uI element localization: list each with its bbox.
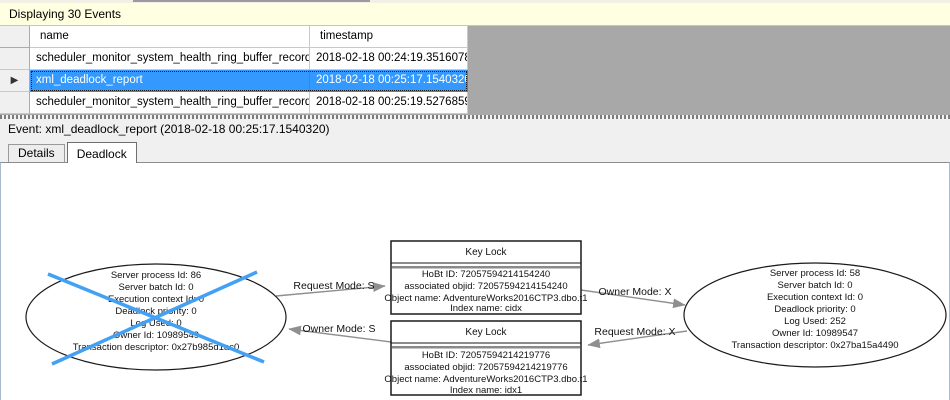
cell-timestamp[interactable]: 2018-02-18 00:25:17.1540320 — [310, 70, 468, 92]
event-summary-label: Event: xml_deadlock_report (2018-02-18 0… — [8, 122, 330, 136]
svg-text:Owner Id: 10989547: Owner Id: 10989547 — [772, 328, 858, 339]
svg-text:associated objid: 720575942141: associated objid: 72057594214154240 — [404, 281, 567, 292]
table-row[interactable]: scheduler_monitor_system_health_ring_buf… — [0, 48, 950, 70]
svg-text:Execution context Id: 0: Execution context Id: 0 — [767, 292, 863, 303]
svg-text:HoBt ID: 72057594214154240: HoBt ID: 72057594214154240 — [422, 269, 550, 280]
table-row[interactable]: scheduler_monitor_system_health_ring_buf… — [0, 92, 950, 114]
edge-request-s: Request Mode: S — [275, 280, 386, 297]
events-count-bar: Displaying 30 Events — [0, 3, 950, 26]
detail-tabstrip: Details Deadlock — [0, 140, 950, 163]
grid-header-row: name timestamp — [0, 26, 950, 48]
svg-text:Server batch Id: 0: Server batch Id: 0 — [778, 280, 853, 291]
svg-text:Deadlock priority: 0: Deadlock priority: 0 — [115, 306, 196, 317]
column-header-name[interactable]: name — [30, 26, 310, 48]
lock-node-bottom[interactable]: Key Lock HoBt ID: 72057594214219776 asso… — [384, 320, 588, 396]
edge-label: Request Mode: X — [594, 326, 675, 338]
svg-text:Log Used: 0: Log Used: 0 — [130, 318, 181, 329]
cell-name[interactable]: scheduler_monitor_system_health_ring_buf… — [30, 48, 310, 70]
svg-text:Execution context Id: 0: Execution context Id: 0 — [108, 294, 204, 305]
lock-title: Key Lock — [465, 247, 507, 258]
edge-label: Owner Mode: S — [303, 323, 376, 335]
lock-title: Key Lock — [465, 327, 507, 338]
cell-timestamp[interactable]: 2018-02-18 00:24:19.3516078 — [310, 48, 468, 70]
cell-name[interactable]: xml_deadlock_report — [30, 70, 310, 92]
svg-text:Index name: cidx: Index name: cidx — [450, 303, 522, 314]
svg-text:HoBt ID: 72057594214219776: HoBt ID: 72057594214219776 — [422, 350, 550, 361]
cell-timestamp[interactable]: 2018-02-18 00:25:19.5276859 — [310, 92, 468, 114]
row-header-cell[interactable] — [0, 48, 30, 70]
svg-text:Server process Id: 58: Server process Id: 58 — [770, 268, 860, 279]
edge-label: Request Mode: S — [293, 280, 374, 292]
svg-text:Transaction descriptor: 0x27ba: Transaction descriptor: 0x27ba15a4490 — [731, 340, 898, 351]
svg-text:Owner Id: 10989549: Owner Id: 10989549 — [113, 330, 199, 341]
svg-text:associated objid: 720575942142: associated objid: 72057594214219776 — [404, 362, 567, 373]
grid-pane-splitter[interactable] — [0, 115, 950, 119]
deadlock-graph: Request Mode: S Owner Mode: S Owner Mode… — [25, 240, 947, 396]
svg-text:Server batch Id: 0: Server batch Id: 0 — [119, 282, 194, 293]
svg-text:Transaction descriptor: 0x27b9: Transaction descriptor: 0x27b985d1ac0 — [73, 342, 240, 353]
tab-deadlock[interactable]: Deadlock — [66, 142, 137, 163]
svg-text:Object name: AdventureWorks201: Object name: AdventureWorks2016CTP3.dbo.… — [384, 374, 587, 385]
column-header-timestamp[interactable]: timestamp — [310, 26, 468, 48]
edge-request-x: Request Mode: X — [587, 326, 688, 349]
victim-cross-icon — [47, 270, 265, 366]
edge-label: Owner Mode: X — [599, 286, 672, 298]
current-row-marker-icon: ▶ — [10, 75, 19, 86]
row-header-cell[interactable]: ▶ — [0, 70, 30, 92]
process-node[interactable]: Server process Id: 58 Server batch Id: 0… — [683, 262, 947, 368]
top-strip — [0, 0, 950, 3]
svg-text:Server process Id: 86: Server process Id: 86 — [111, 270, 201, 281]
edge-owner-s: Owner Mode: S — [288, 323, 392, 343]
svg-text:Log Used: 252: Log Used: 252 — [784, 316, 846, 327]
svg-text:Object name: AdventureWorks201: Object name: AdventureWorks2016CTP3.dbo.… — [384, 293, 587, 304]
tab-details[interactable]: Details — [8, 144, 65, 162]
events-count-label: Displaying 30 Events — [9, 7, 122, 21]
deadlock-pane: Request Mode: S Owner Mode: S Owner Mode… — [0, 162, 950, 400]
grid-corner-cell[interactable] — [0, 26, 30, 48]
row-header-cell[interactable] — [0, 92, 30, 114]
edge-owner-x: Owner Mode: X — [580, 286, 686, 309]
events-grid: name timestamp scheduler_monitor_system_… — [0, 26, 950, 115]
table-row-selected[interactable]: ▶ xml_deadlock_report 2018-02-18 00:25:1… — [0, 70, 950, 92]
cell-name[interactable]: scheduler_monitor_system_health_ring_buf… — [30, 92, 310, 114]
lock-node-top[interactable]: Key Lock HoBt ID: 72057594214154240 asso… — [384, 240, 588, 315]
svg-text:Deadlock priority: 0: Deadlock priority: 0 — [774, 304, 855, 315]
top-strip-segment — [133, 0, 370, 2]
process-node-victim[interactable]: Server process Id: 86 Server batch Id: 0… — [25, 263, 287, 371]
svg-text:Index name: idx1: Index name: idx1 — [450, 385, 522, 396]
event-summary-bar: Event: xml_deadlock_report (2018-02-18 0… — [0, 119, 950, 140]
